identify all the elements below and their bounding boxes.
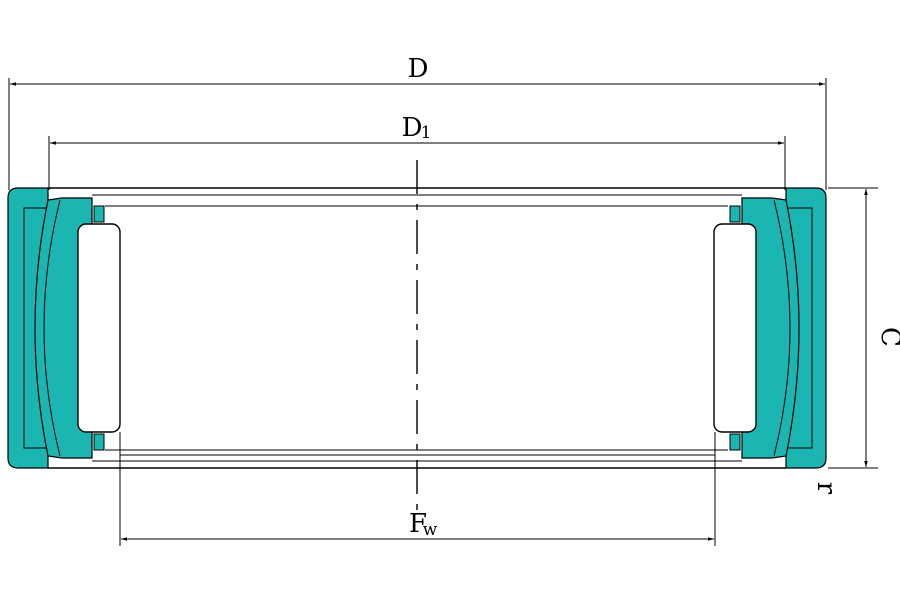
dimension-d1: D 1 [48,113,786,190]
right-seat-arc [773,199,791,457]
left-spacer-bottom [93,433,105,451]
right-spacer-top [729,205,741,223]
d1-label: D [402,113,423,143]
left-roller [77,223,121,433]
dimension-fw: F w [119,432,716,546]
d1-subscript: 1 [421,123,432,143]
fw-subscript: w [423,520,438,540]
right-spacer-bottom [729,433,741,451]
dimension-c: C [828,187,900,469]
dimension-d: D [8,54,827,190]
r-label: r [811,482,841,495]
left-seat-arc [43,199,61,457]
c-label: C [875,327,900,347]
right-roller [713,223,757,433]
d-label: D [408,54,429,84]
left-spacer-top [93,205,105,223]
fw-label: F [409,509,427,539]
